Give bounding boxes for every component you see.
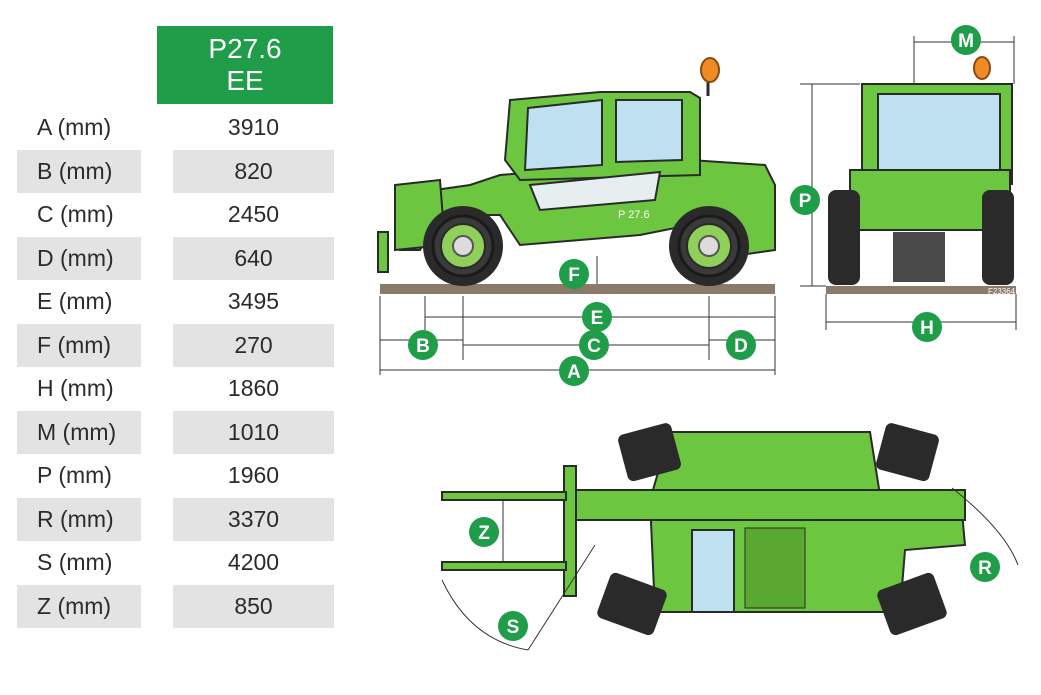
top-wheel-fr [876,423,939,482]
axle [893,232,945,282]
badge-m: M [951,25,981,55]
spec-value: 1960 [227,462,280,488]
badge-letter: E [591,308,604,329]
spec-label: A (mm) [37,114,112,140]
badge-letter: A [567,362,581,383]
spec-value: 3495 [227,288,280,314]
spec-value: 3370 [173,497,334,541]
badge-letter: B [416,336,430,357]
badge-f: F [559,259,589,289]
front-beacon [973,56,991,80]
front-view: F23364 [800,36,1017,330]
spec-row: M (mm) 1010 [17,410,334,454]
side-view: P 27.6 [377,57,776,375]
top-wheel-fl [618,423,681,482]
badge-h: H [912,312,942,342]
spec-row: B (mm) 820 [17,149,334,193]
spec-row: H (mm) 1860 [17,367,334,410]
beacon-light [700,57,720,83]
spec-value: 270 [173,323,334,367]
figure-code: F23364 [988,287,1016,296]
badge-p: P [790,185,820,215]
top-cab-glass [691,529,735,613]
badge-letter: P [799,191,812,212]
top-dimension-lines [441,487,1019,651]
badge-letter: R [978,558,992,579]
badge-r: R [970,552,1000,582]
model-name: P27.6 [208,33,282,64]
badge-letter: Z [478,523,490,544]
spec-row: P (mm) 1960 [17,454,334,497]
spec-label: S (mm) [37,549,113,575]
spec-label: D (mm) [17,236,141,280]
spec-label: C (mm) [37,201,114,227]
spec-label: Z (mm) [17,584,141,628]
fork-lower [441,561,567,571]
fork-upper [441,491,567,501]
badge-letter: C [587,336,601,357]
badge-s: S [498,611,528,641]
badge-b: B [408,330,438,360]
ground-line-front [826,286,1016,294]
ground-line [380,284,775,294]
rear-wheel [667,204,751,288]
spec-value: 850 [173,584,334,628]
model-decal: P 27.6 [618,209,650,221]
spec-label: F (mm) [17,323,141,367]
spec-label: M (mm) [17,410,141,454]
cab-window-front [523,98,603,172]
front-left-tire [828,190,860,285]
spec-value: 1010 [173,410,334,454]
badge-letter: H [920,318,934,339]
badge-letter: M [958,31,974,52]
badge-letter: S [507,617,520,638]
fork-carriage [377,231,389,273]
spec-row: E (mm) 3495 [17,280,334,323]
spec-value: 820 [173,149,334,193]
spec-label: B (mm) [17,149,141,193]
top-wheel-rr [877,572,947,636]
spec-row: D (mm) 640 [17,236,334,280]
top-boom [564,489,966,521]
badge-letter: D [734,336,748,357]
spec-row: A (mm) 3910 [17,106,334,149]
spec-value: 3910 [227,114,280,140]
spec-row: R (mm) 3370 [17,497,334,541]
spec-label: R (mm) [17,497,141,541]
model-variant: EE [226,65,264,96]
model-header: P27.6 EE [157,26,333,104]
front-wheel [421,204,505,288]
top-view [441,423,1019,651]
spec-row: Z (mm) 850 [17,584,334,628]
front-window [877,93,1001,175]
badge-letter: F [568,265,580,286]
spec-value: 640 [173,236,334,280]
dimension-badges: A B C D E F H M P R S Z [408,25,1000,641]
top-wheel-rl [597,572,667,636]
spec-label: E (mm) [37,288,113,314]
spec-row: F (mm) 270 [17,323,334,367]
spec-value: 2450 [227,201,280,227]
cab-window-rear [615,99,683,164]
badge-c: C [579,330,609,360]
spec-row: S (mm) 4200 [17,541,334,584]
badge-d: D [726,330,756,360]
spec-value: 1860 [227,375,280,401]
spec-value: 4200 [227,549,280,575]
spec-label: H (mm) [37,375,114,401]
engine-grille [744,527,806,609]
side-panel [528,170,662,212]
spec-label: P (mm) [37,462,112,488]
badge-e: E [582,302,612,332]
badge-a: A [559,356,589,386]
front-right-tire [982,190,1014,285]
top-fork-carriage [563,465,577,597]
badge-z: Z [469,517,499,547]
spec-row: C (mm) 2450 [17,193,334,236]
